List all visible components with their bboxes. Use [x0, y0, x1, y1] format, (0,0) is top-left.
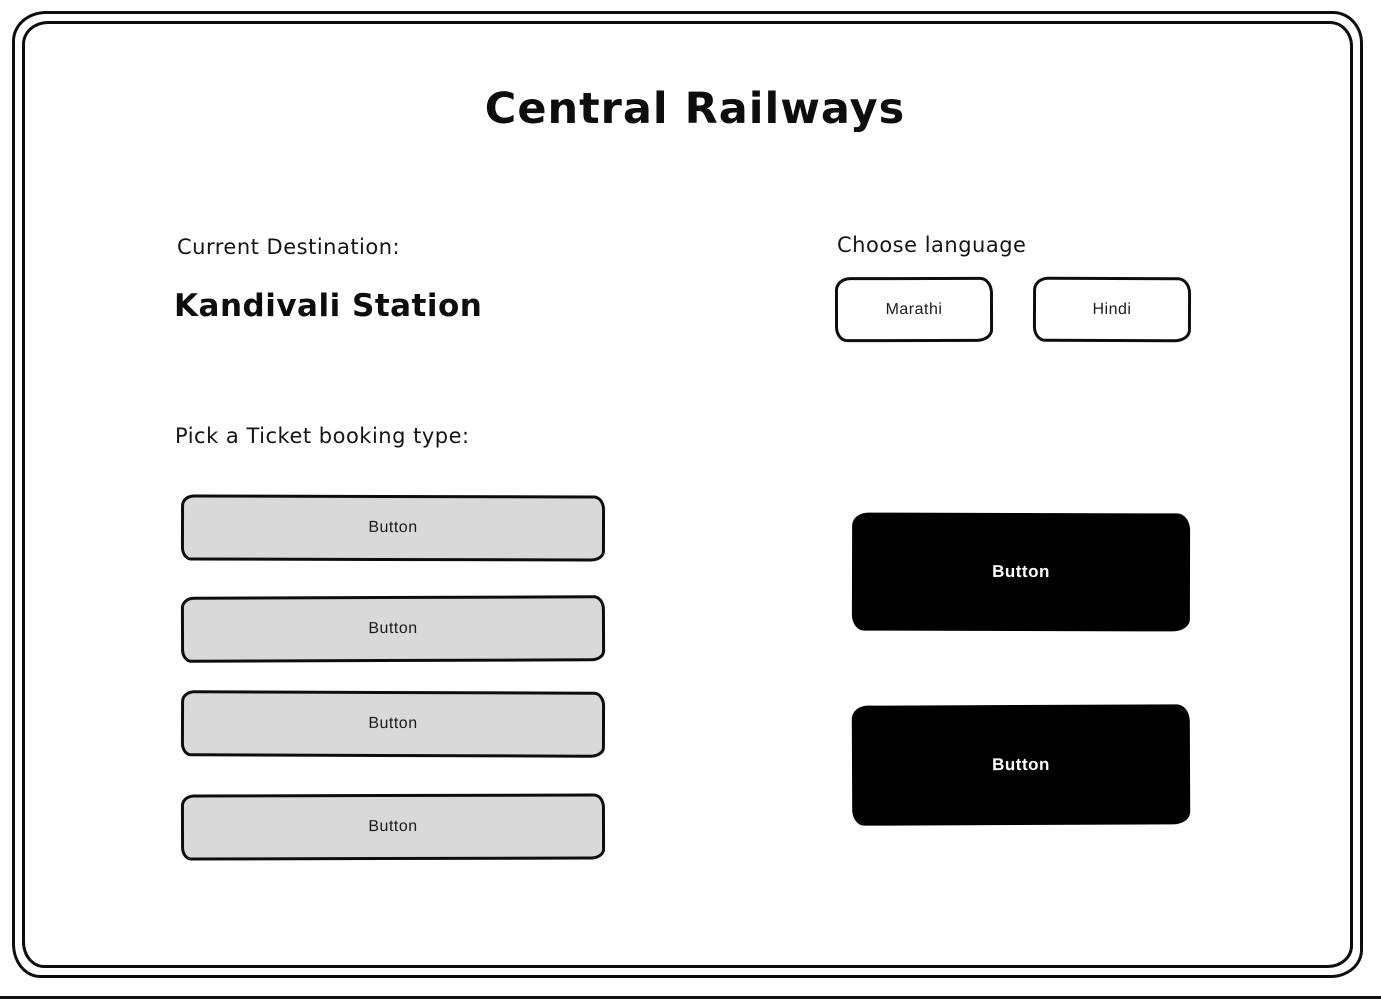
app-frame-inner: Central Railways Current Destination: Ka… — [22, 21, 1353, 968]
action-button-1[interactable]: Button — [851, 512, 1191, 632]
booking-type-button-2[interactable]: Button — [180, 595, 606, 663]
language-hindi-button[interactable]: Hindi — [1032, 276, 1192, 343]
language-marathi-button[interactable]: Marathi — [834, 276, 994, 343]
booking-type-button-4[interactable]: Button — [180, 793, 606, 861]
app-frame: Central Railways Current Destination: Ka… — [12, 11, 1363, 978]
choose-language-label: Choose language — [837, 233, 1027, 257]
booking-type-button-3[interactable]: Button — [180, 690, 606, 758]
current-destination-value: Kandivali Station — [174, 288, 483, 324]
current-destination-label: Current Destination: — [177, 235, 401, 259]
booking-type-button-1[interactable]: Button — [180, 494, 606, 562]
page-title: Central Railways — [484, 84, 906, 134]
action-button-2[interactable]: Button — [851, 704, 1191, 826]
window-bottom-edge — [0, 996, 1381, 999]
booking-type-label: Pick a Ticket booking type: — [175, 424, 470, 448]
